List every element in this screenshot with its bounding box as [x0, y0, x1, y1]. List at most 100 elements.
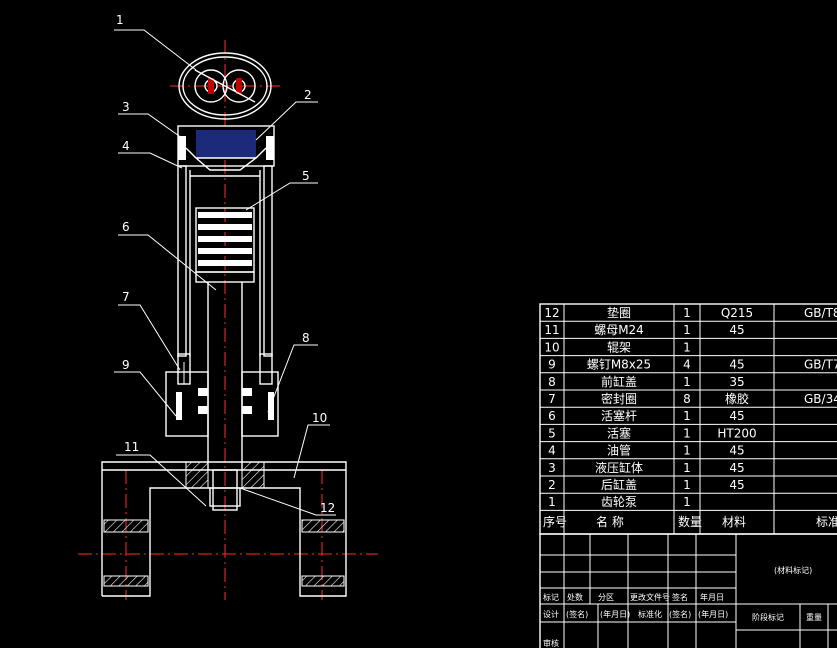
tb-design-sign: (签名): [566, 609, 588, 619]
tb-design: 设计: [543, 609, 559, 619]
bom-row: 5 活塞 1 HT200: [548, 425, 756, 440]
bom-cell-name: 垫圈: [607, 305, 631, 320]
center-lines: [78, 40, 378, 600]
bom-cell-name: 齿轮泵: [601, 495, 637, 509]
tb-review: 审核: [543, 638, 559, 648]
bom-row: 4 油管 1 45: [548, 443, 744, 458]
bom-cell-material: 45: [729, 461, 744, 475]
tb-std-date: (年月日): [698, 609, 728, 619]
bom-cell-qty: 4: [683, 358, 691, 372]
tb-weight: 重量: [806, 612, 822, 622]
bom-cell-no: 4: [548, 444, 556, 458]
callout-10: 10: [312, 411, 327, 425]
bom-cell-qty: 1: [683, 323, 691, 337]
bom-cell-qty: 1: [683, 409, 691, 423]
callout-9: 9: [122, 358, 130, 372]
bom-row: 9 螺钉M8x25 4 45 GB/T7: [548, 358, 837, 372]
callout-3: 3: [122, 100, 130, 114]
bom-cell-name: 油管: [607, 443, 631, 458]
bom-cell-name: 前缸盖: [601, 374, 637, 389]
bom-cell-material: 35: [729, 375, 744, 389]
callout-numbers: 1 2 3 4 5 6 7 8 9 10 11 12: [116, 13, 335, 515]
bom-row: 11 螺母M24 1 45: [544, 323, 744, 337]
bom-cell-no: 3: [548, 461, 556, 475]
bom-cell-no: 11: [544, 323, 559, 337]
bom-cell-no: 10: [544, 340, 559, 354]
bom-row: 8 前缸盖 1 35: [548, 374, 744, 389]
tb-label-date: 年月日: [700, 592, 724, 602]
bom-cell-qty: 8: [683, 392, 691, 406]
bom-cell-no: 2: [548, 478, 556, 492]
bom-cell-qty: 1: [683, 306, 691, 320]
bom-header-name: 名 称: [596, 514, 624, 529]
bom-cell-no: 8: [548, 375, 556, 389]
tb-label-mark: 标记: [543, 592, 559, 602]
callout-11: 11: [124, 440, 139, 454]
bom-cell-material: HT200: [717, 426, 756, 440]
bom-cell-material: 橡胶: [725, 391, 749, 406]
callout-7: 7: [122, 290, 130, 304]
tb-design-date: (年月日): [600, 609, 630, 619]
callout-1: 1: [116, 13, 124, 27]
tb-stage-mark: 阶段标记: [752, 612, 784, 622]
bom-header-no: 序号: [543, 514, 567, 529]
tb-standardization: 标准化: [638, 609, 662, 619]
bom-cell-qty: 1: [683, 426, 691, 440]
bom-cell-standard: GB/T7: [804, 358, 837, 372]
bom-cell-qty: 1: [683, 340, 691, 354]
bom-cell-name: 活塞: [607, 425, 631, 440]
bom-cell-no: 9: [548, 358, 556, 372]
bom-cell-material: 45: [729, 478, 744, 492]
bom-cell-no: 5: [548, 426, 556, 440]
bom-cell-material: 45: [729, 358, 744, 372]
tb-std-sign: (签名): [669, 609, 691, 619]
bom-row: 3 液压缸体 1 45: [548, 460, 744, 475]
bom-cell-qty: 1: [683, 375, 691, 389]
bom-header-material: 材料: [722, 515, 746, 529]
callout-2: 2: [304, 88, 312, 102]
bom-cell-no: 6: [548, 409, 556, 423]
bom-cell-name: 液压缸体: [595, 460, 643, 475]
callout-5: 5: [302, 169, 310, 183]
bom-cell-material: Q215: [721, 306, 753, 320]
bom-cell-standard: GB/T8: [804, 306, 837, 320]
bom-cell-name: 螺钉M8x25: [587, 358, 651, 372]
leader-lines: [114, 29, 336, 516]
tb-label-count: 处数: [567, 592, 583, 602]
bom-cell-name: 辊架: [607, 340, 631, 354]
rear-cover: [177, 125, 275, 171]
callout-12: 12: [320, 501, 335, 515]
front-cover: [165, 353, 279, 437]
bom-cell-no: 7: [548, 392, 556, 406]
callout-6: 6: [122, 220, 130, 234]
bom-cell-name: 密封圈: [601, 391, 637, 406]
bom-cell-no: 12: [544, 306, 559, 320]
bom-cell-material: 45: [729, 444, 744, 458]
bom-header-standard: 标准: [816, 515, 837, 529]
bom-row: 12 垫圈 1 Q215 GB/T8: [544, 305, 837, 320]
bom-header-qty: 数量: [678, 514, 702, 529]
bom-row: 10 辊架 1: [544, 340, 690, 354]
bom-cell-no: 1: [548, 495, 556, 509]
bom-cell-qty: 1: [683, 461, 691, 475]
bom-cell-qty: 1: [683, 478, 691, 492]
bom-cell-name: 活塞杆: [601, 408, 637, 423]
bom-cell-material: 45: [729, 323, 744, 337]
gear-pump: [178, 52, 272, 120]
roller-frame: [101, 461, 347, 597]
tb-material-mark: (材料标记): [774, 565, 812, 575]
piston: [195, 207, 255, 283]
callout-8: 8: [302, 331, 310, 345]
bom-row: 1 齿轮泵 1: [548, 495, 691, 509]
bom-cell-qty: 1: [683, 495, 691, 509]
title-block: 标记 处数 分区 更改文件号 签名 年月日 设计 (签名) (年月日) 标准化 …: [539, 533, 837, 648]
bom-cell-qty: 1: [683, 444, 691, 458]
bom-cell-name: 螺母M24: [594, 323, 644, 337]
tb-label-change-doc: 更改文件号: [630, 592, 670, 602]
